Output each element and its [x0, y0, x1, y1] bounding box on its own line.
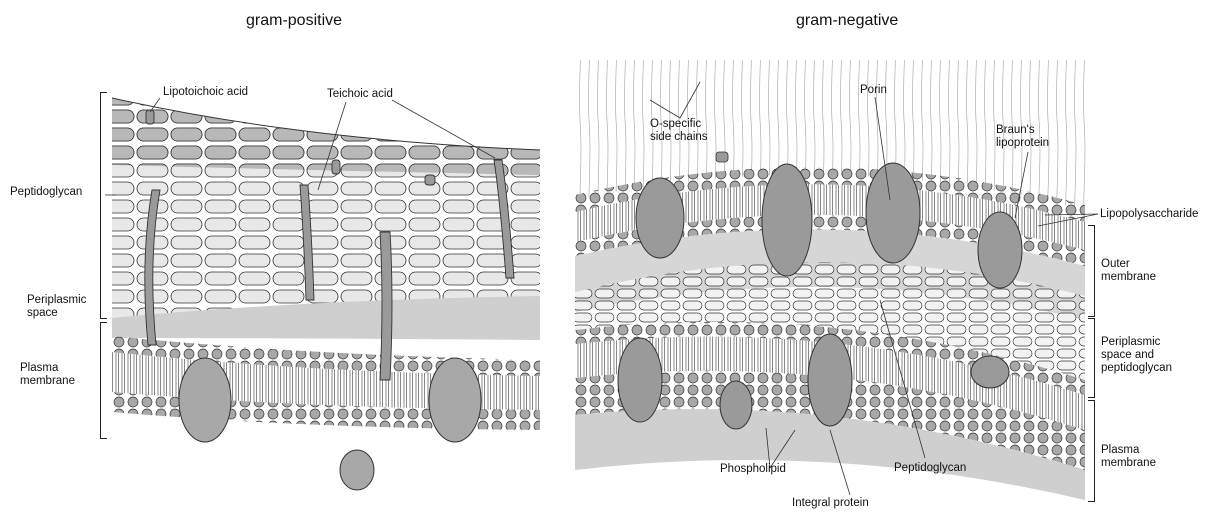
label-periplasmic-space-peptidoglycan: Periplasmic space and peptidoglycan — [1101, 336, 1172, 375]
label-integral-protein: Integral protein — [792, 497, 869, 510]
peptidoglycan-bracket — [100, 92, 107, 319]
label-periplasmic-space-gp: Periplasmic space — [27, 294, 86, 320]
label-outer-membrane: Outer membrane — [1101, 258, 1156, 284]
gp-peptidoglycan-top — [112, 98, 540, 175]
label-peptidoglycan-gn: Peptidoglycan — [894, 462, 966, 475]
outer-membrane-bracket — [1088, 225, 1095, 317]
label-lipotoichoic-acid: Lipotoichoic acid — [163, 86, 248, 99]
label-plasma-membrane-gp: Plasma membrane — [20, 362, 75, 388]
label-o-specific-side-chains: O-specific side chains — [650, 118, 708, 144]
gn-plasma-bracket — [1088, 400, 1095, 502]
label-plasma-membrane-gn: Plasma membrane — [1101, 444, 1156, 470]
label-teichoic-acid: Teichoic acid — [327, 88, 393, 101]
label-lipopolysaccharide: Lipopolysaccharide — [1100, 208, 1198, 221]
label-porin: Porin — [860, 84, 887, 97]
gp-membrane-bracket — [100, 322, 107, 439]
label-peptidoglycan-gp: Peptidoglycan — [10, 186, 82, 199]
label-brauns-lipoprotein: Braun's lipoprotein — [996, 124, 1049, 150]
label-phospholipid: Phospholipid — [720, 463, 786, 476]
periplasmic-bracket — [1088, 318, 1095, 398]
